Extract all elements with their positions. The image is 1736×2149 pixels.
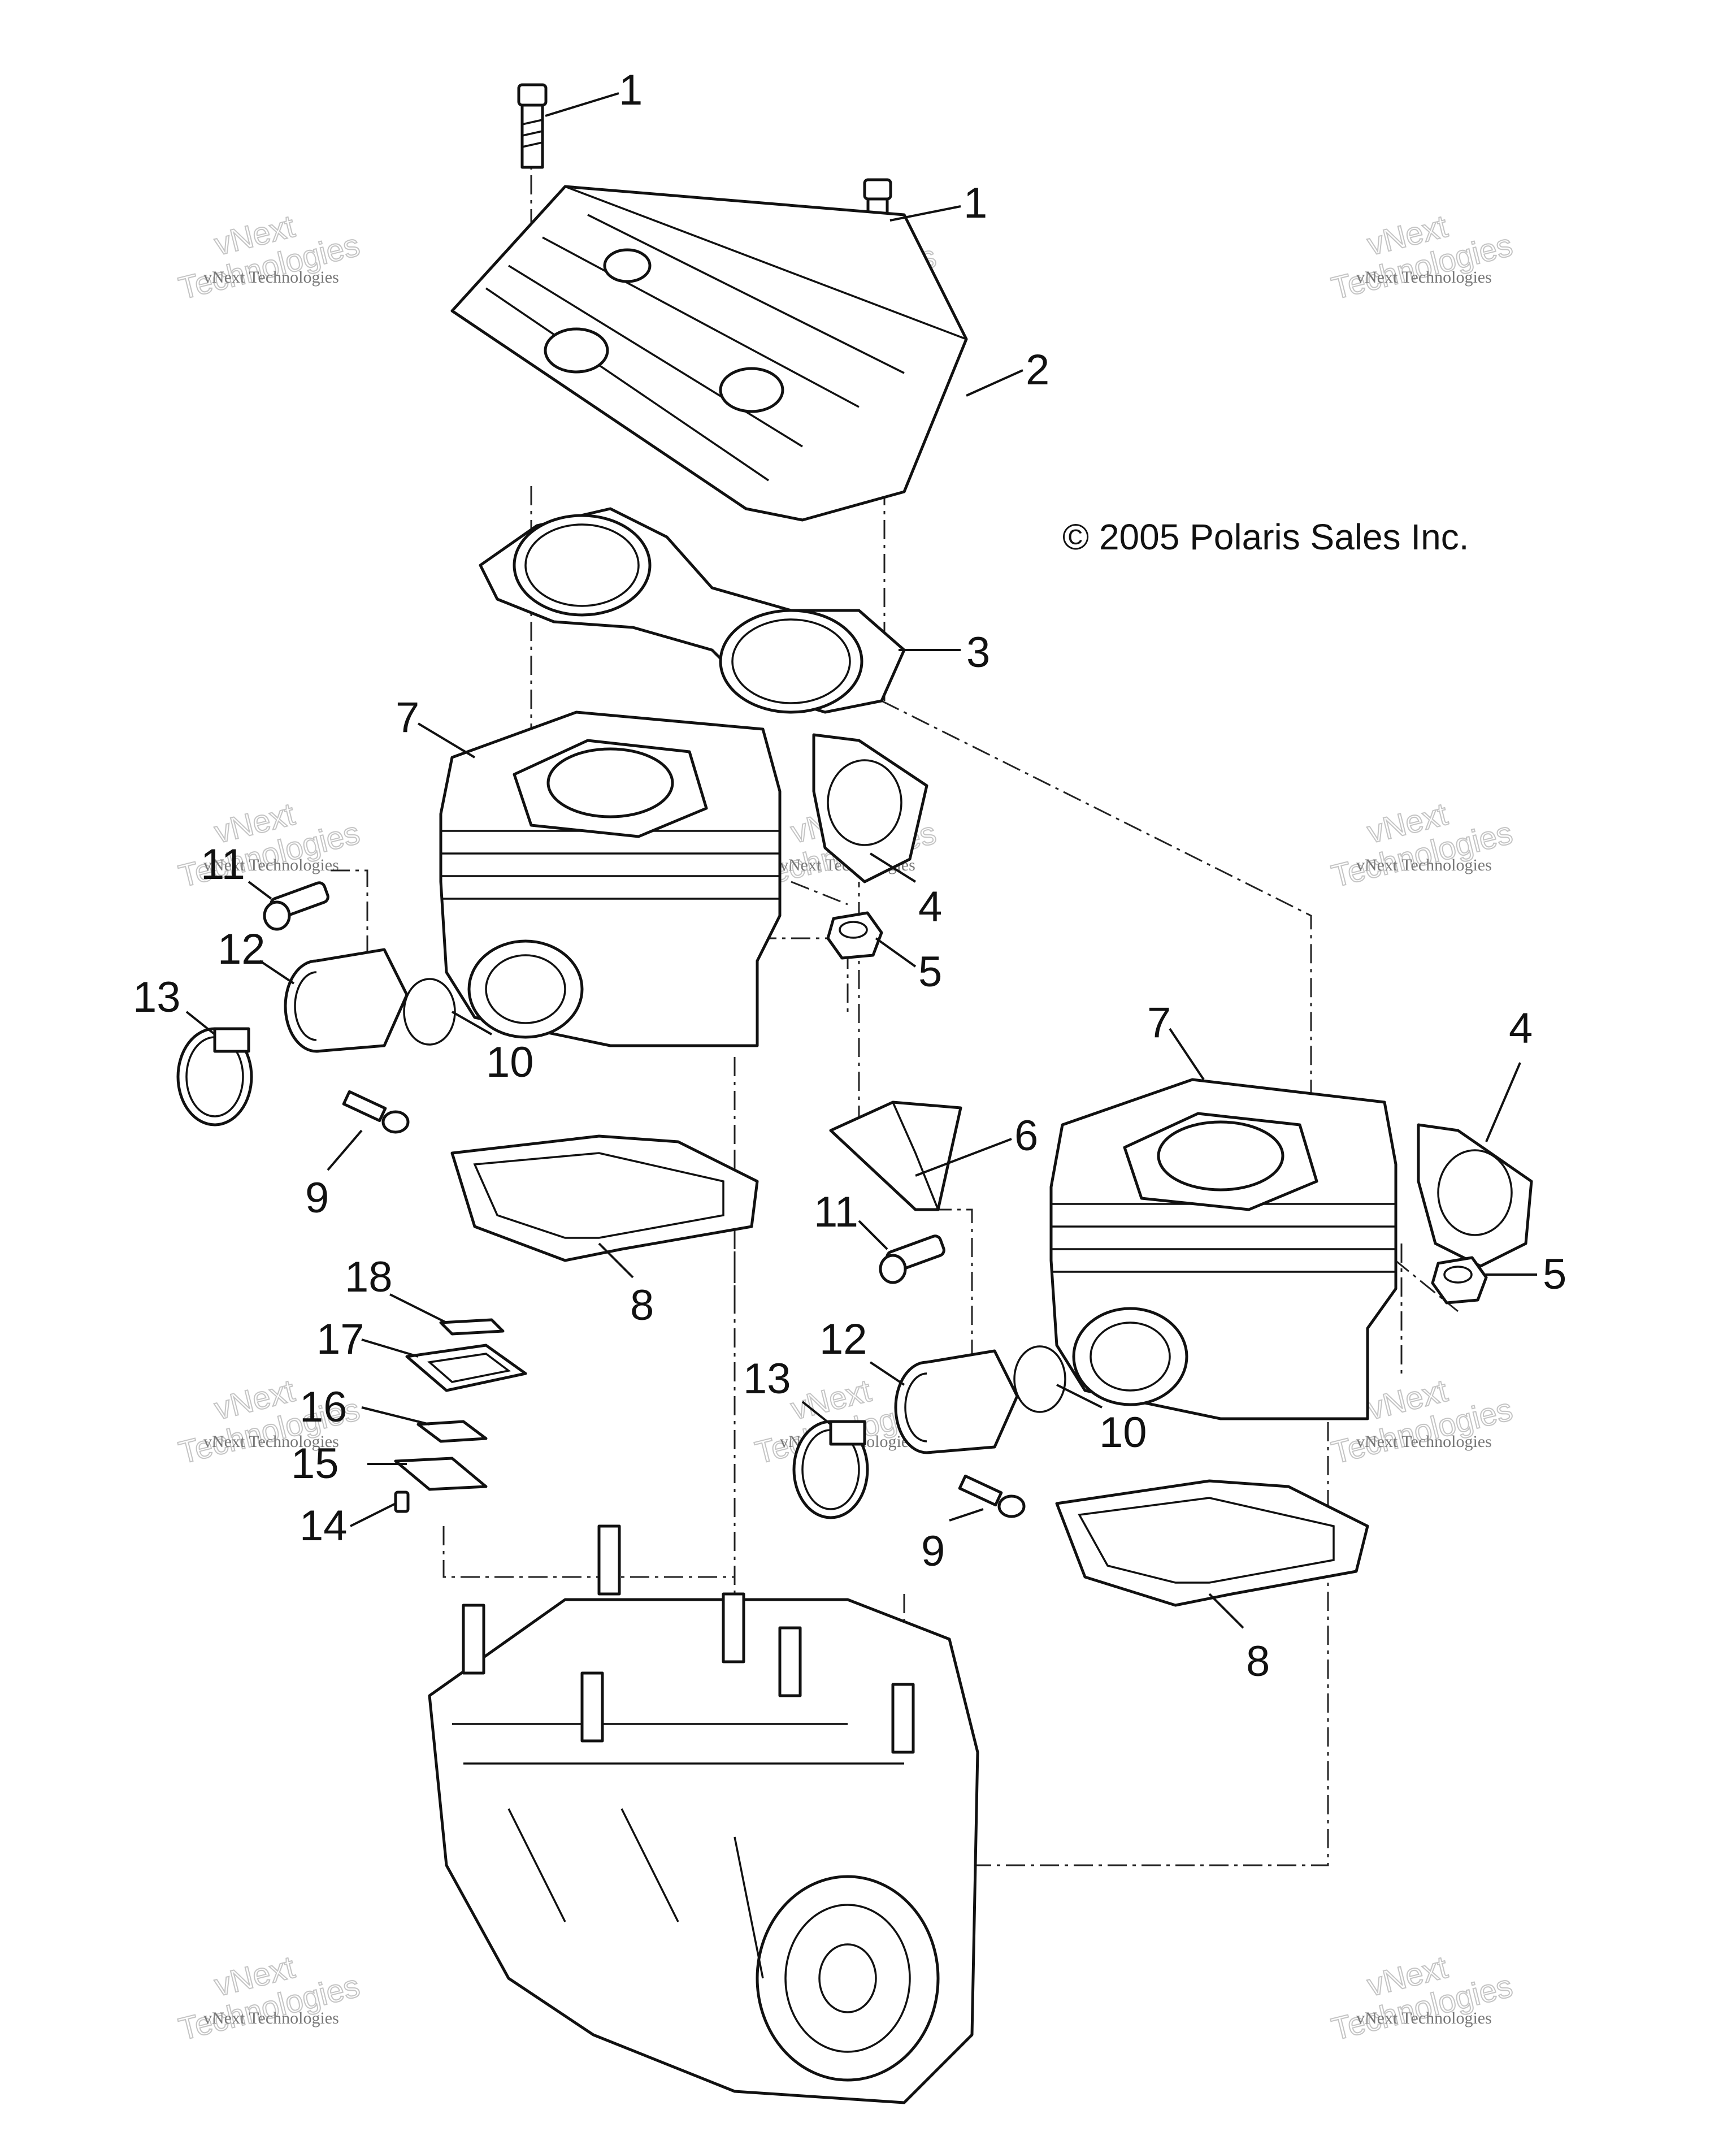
exhaust-gasket-part-4 xyxy=(812,733,928,883)
screw-part-9 xyxy=(342,1090,410,1134)
callout-7: 7 xyxy=(396,694,419,742)
reed-cage-part-17 xyxy=(405,1344,527,1392)
oring-part-10 xyxy=(403,978,456,1046)
callout-12: 12 xyxy=(218,925,266,973)
callout-10: 10 xyxy=(486,1038,534,1086)
callout-14: 14 xyxy=(300,1502,348,1550)
cylinder-part-7b xyxy=(1049,1078,1398,1420)
callout-1: 1 xyxy=(964,179,987,227)
callout-15: 15 xyxy=(291,1440,339,1488)
intake-boot-part-12 xyxy=(284,948,409,1053)
callout-5: 5 xyxy=(918,948,942,996)
clamp-part-13 xyxy=(176,1027,253,1127)
watermark: vNext Technologies vNext Technologies xyxy=(1327,1948,1516,2047)
callout-3: 3 xyxy=(966,629,990,677)
callout-8: 8 xyxy=(1246,1637,1270,1686)
callout-11: 11 xyxy=(814,1188,858,1236)
head-gasket-part-3 xyxy=(479,507,906,714)
cylinder-part-7 xyxy=(439,710,782,1047)
callout-11: 11 xyxy=(201,840,245,889)
parts xyxy=(176,83,1533,2104)
callout-12: 12 xyxy=(819,1315,867,1363)
watermark: vNext Technologies vNext Technologies xyxy=(175,795,363,894)
svg-text:vNext Technologies: vNext Technologies xyxy=(203,268,339,287)
nut-part-5 xyxy=(826,911,883,960)
reed-part-16 xyxy=(416,1420,488,1443)
clamp-part-13b xyxy=(792,1420,869,1519)
base-gasket-part-8 xyxy=(450,1134,759,1262)
svg-text:vNext Technologies: vNext Technologies xyxy=(1356,268,1492,287)
callout-numbers: 1 1 2 3 4 4 5 5 6 7 7 8 8 9 9 10 10 11 1… xyxy=(133,66,1566,1686)
crankcase xyxy=(428,1524,979,2104)
callout-17: 17 xyxy=(316,1315,364,1363)
callout-10: 10 xyxy=(1099,1409,1147,1457)
callout-2: 2 xyxy=(1026,346,1049,394)
watermark: vNext Technologies vNext Technologies xyxy=(1327,795,1516,894)
watermark: vNext Technologies vNext Technologies xyxy=(175,1948,363,2047)
callout-9: 9 xyxy=(305,1174,329,1222)
callout-9: 9 xyxy=(921,1527,945,1575)
svg-text:vNext Technologies: vNext Technologies xyxy=(203,2009,339,2027)
leader-lines xyxy=(185,92,1537,1629)
callout-18: 18 xyxy=(345,1253,393,1301)
copyright-notice: © 2005 Polaris Sales Inc. xyxy=(1062,517,1469,557)
callout-4: 4 xyxy=(918,883,942,931)
reed-stop-part-14 xyxy=(394,1491,410,1513)
callout-4: 4 xyxy=(1509,1004,1533,1052)
short-bolt-part-11b xyxy=(879,1234,945,1284)
watermark: vNext Technologies vNext Technologies xyxy=(175,207,363,306)
callout-16: 16 xyxy=(300,1383,348,1431)
callout-13: 13 xyxy=(743,1355,791,1403)
wedge-part-6 xyxy=(829,1101,962,1211)
short-bolt-part-11 xyxy=(263,881,329,931)
callout-7: 7 xyxy=(1147,999,1171,1047)
svg-text:vNext Technologies: vNext Technologies xyxy=(203,1432,339,1451)
callout-1: 1 xyxy=(619,66,643,114)
svg-text:vNext Technologies: vNext Technologies xyxy=(1356,2009,1492,2027)
exhaust-gasket-part-4b xyxy=(1417,1123,1533,1268)
oring-part-10b xyxy=(1013,1345,1066,1413)
reed-part-18 xyxy=(439,1318,505,1336)
base-gasket-part-8b xyxy=(1055,1479,1369,1607)
svg-text:vNext Technologies: vNext Technologies xyxy=(1356,856,1492,874)
callout-5: 5 xyxy=(1543,1250,1566,1298)
svg-text:vNext Technologies: vNext Technologies xyxy=(203,856,339,874)
callout-13: 13 xyxy=(133,973,181,1021)
screw-part-9b xyxy=(958,1474,1026,1518)
bolt-part-1 xyxy=(517,83,548,169)
svg-text:vNext Technologies: vNext Technologies xyxy=(1356,1432,1492,1451)
intake-boot-part-12b xyxy=(894,1349,1019,1454)
callout-6: 6 xyxy=(1014,1112,1038,1160)
reed-plate-part-15 xyxy=(394,1457,488,1491)
cylinder-head-part-2 xyxy=(450,185,968,522)
watermark: vNext Technologies vNext Technologies xyxy=(1327,207,1516,306)
nut-part-5b xyxy=(1431,1256,1488,1305)
callout-8: 8 xyxy=(630,1281,654,1329)
